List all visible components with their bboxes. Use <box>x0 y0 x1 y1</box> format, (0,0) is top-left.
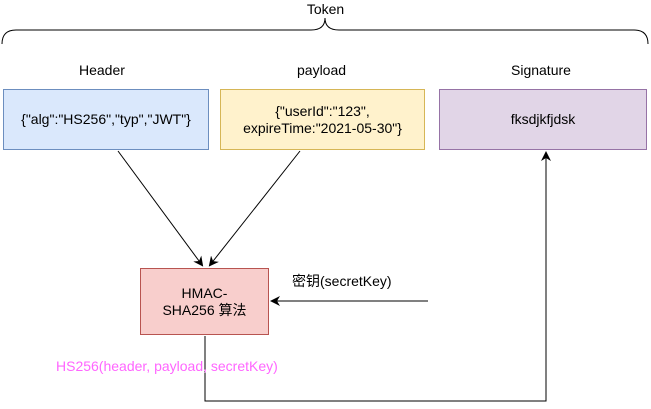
signature-label: Signature <box>511 62 571 78</box>
signature-box: fksdjkfjdsk <box>439 89 647 150</box>
hmac-to-signature-arrow <box>204 151 551 402</box>
header-to-hmac-arrow <box>117 150 204 267</box>
header-label: Header <box>79 62 125 78</box>
token-brace <box>1 17 649 45</box>
payload-label: payload <box>297 62 347 78</box>
token-title: Token <box>306 1 345 17</box>
hs256-formula-label: HS256(header, payload, secretKey) <box>56 358 278 374</box>
payload-to-hmac-arrow <box>208 150 301 267</box>
header-box: {"alg":"HS256","typ","JWT"} <box>3 89 209 150</box>
secret-key-label: 密钥(secretKey) <box>292 273 392 289</box>
payload-box: {"userId":"123", expireTime:"2021-05-30"… <box>220 89 425 150</box>
hmac-algorithm-box: HMAC- SHA256 算法 <box>140 268 269 335</box>
